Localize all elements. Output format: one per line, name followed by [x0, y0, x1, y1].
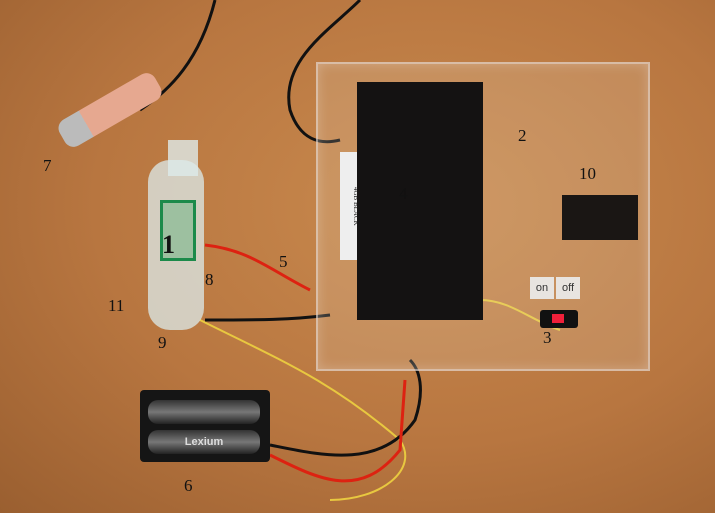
- battery-cell: [148, 400, 260, 424]
- black-board: [357, 82, 483, 320]
- power-switch: [540, 310, 578, 328]
- label-8: 8: [205, 270, 214, 289]
- label-1: 1: [162, 230, 175, 259]
- label-10: 10: [579, 164, 596, 183]
- on-label: on: [530, 277, 554, 299]
- label-5: 5: [279, 252, 288, 271]
- label-7: 7: [43, 156, 52, 175]
- lcd-screen: [160, 200, 196, 261]
- sd-card: 4GB BLACK: [340, 152, 360, 260]
- off-label: off: [556, 277, 580, 299]
- label-11: 11: [108, 296, 125, 315]
- label-4: 4: [399, 184, 408, 203]
- battery-cell: Lexium: [148, 430, 260, 454]
- battery-holder: Lexium: [140, 390, 270, 462]
- label-9: 9: [158, 333, 167, 352]
- label-2: 2: [518, 126, 527, 145]
- label-6: 6: [184, 476, 193, 495]
- jack-component: [562, 195, 638, 240]
- label-3: 3: [543, 328, 552, 347]
